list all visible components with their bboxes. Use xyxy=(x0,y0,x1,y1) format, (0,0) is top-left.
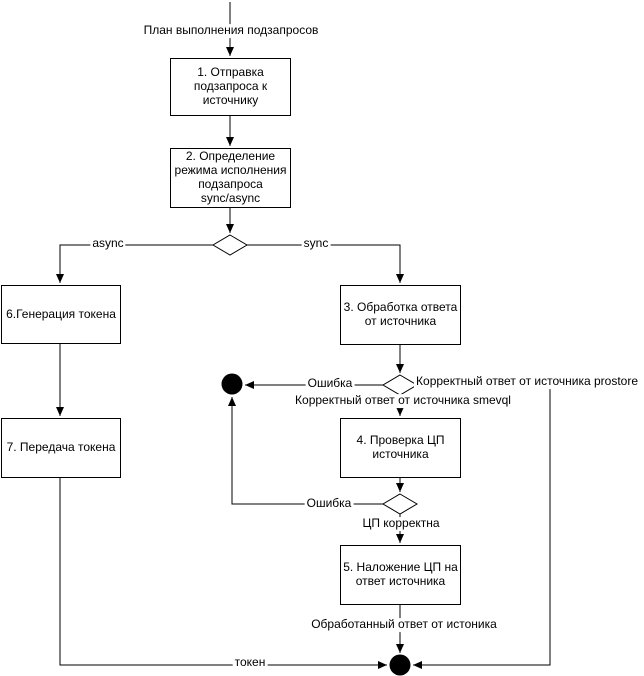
edge-label-signature-ok: ЦП корректна xyxy=(360,516,442,531)
edge-label-smevql: Корректный ответ от источника smevql xyxy=(293,393,513,408)
step-1-send-subrequest: 1. Отправка подзапроса к источнику xyxy=(170,58,291,116)
edge-label-plan: План выполнения подзапросов xyxy=(141,23,321,38)
step-7-transfer-token: 7. Передача токена xyxy=(1,418,121,478)
terminal-error-node xyxy=(221,373,243,395)
decision-signature-status xyxy=(382,493,418,515)
step-5-apply-signature: 5. Наложение ЦП на ответ источника xyxy=(340,545,461,605)
step-3-process-response: 3. Обработка ответа от источника xyxy=(340,285,461,345)
edge-sync-branch xyxy=(247,244,404,283)
edge-label-processed-response: Обработанный ответ от истоника xyxy=(309,617,499,632)
edge-label-prostore: Корректный ответ от источника prostore xyxy=(414,374,640,389)
step-4-verify-signature: 4. Проверка ЦП источника xyxy=(340,418,461,478)
decision-response-status xyxy=(382,374,418,396)
decision-exec-mode xyxy=(212,234,248,256)
edge-token xyxy=(59,478,387,669)
edge-label-token: токен xyxy=(232,655,268,670)
edges xyxy=(56,2,551,669)
edge-label-error-2: Ошибка xyxy=(304,496,354,511)
step-6-generate-token: 6.Генерация токена xyxy=(1,285,121,344)
edge-label-error-1: Ошибка xyxy=(305,376,355,391)
edge-label-sync: sync xyxy=(301,236,331,251)
edge-label-async: async xyxy=(90,236,126,251)
step-2-determine-exec-mode: 2. Определение режима исполнения подзапр… xyxy=(170,148,291,208)
terminal-result-node xyxy=(389,654,411,676)
edge-async-branch xyxy=(56,244,213,283)
